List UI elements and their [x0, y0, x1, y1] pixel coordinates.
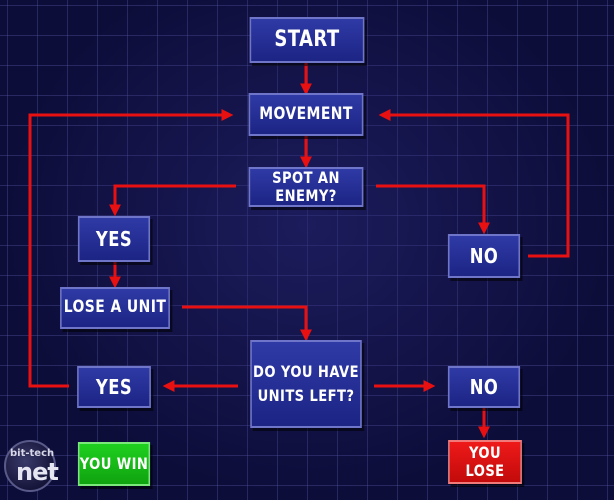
arrow-spot-to-yes: [109, 184, 236, 217]
watermark-main-text: net: [16, 458, 59, 486]
you-lose-node: YOU LOSE: [448, 440, 522, 484]
arrow-spot-to-no: [376, 184, 490, 235]
arrow-no-to-movement: [378, 109, 570, 258]
yes-units-label: YES: [95, 374, 133, 399]
yes-enemy-node: YES: [77, 216, 151, 262]
movement-node: MOVEMENT: [248, 93, 364, 136]
units-left-node: DO YOU HAVE UNITS LEFT?: [250, 340, 362, 428]
arrow-lose-unit-to-units-left: [182, 305, 312, 342]
you-lose-label: YOU LOSE: [465, 442, 505, 480]
you-win-label: YOU WIN: [79, 453, 149, 473]
no-enemy-node: NO: [447, 234, 521, 278]
lose-unit-node: LOSE A UNIT: [60, 287, 170, 329]
watermark-top-text: bit-tech: [10, 448, 55, 459]
start-node: START: [249, 17, 365, 63]
movement-label: MOVEMENT: [259, 103, 353, 124]
no-units-node: NO: [447, 366, 521, 408]
arrow-yes-to-movement: [28, 109, 234, 388]
no-units-label: NO: [469, 374, 499, 399]
units-left-label-line1: DO YOU HAVE: [253, 361, 359, 381]
bit-tech-watermark-logo: bit-tech net: [4, 440, 59, 496]
watermark-circle: [4, 440, 56, 492]
spot-enemy-label: SPOT AN ENEMY?: [272, 167, 340, 205]
lose-unit-label: LOSE A UNIT: [63, 297, 167, 318]
you-win-node: YOU WIN: [77, 442, 151, 486]
yes-enemy-label: YES: [95, 226, 133, 251]
units-left-label-line2: UNITS LEFT?: [257, 386, 355, 405]
spot-enemy-node: SPOT AN ENEMY?: [248, 167, 364, 207]
yes-units-node: YES: [77, 366, 151, 408]
start-label: START: [274, 27, 340, 53]
no-enemy-label: NO: [469, 243, 499, 268]
